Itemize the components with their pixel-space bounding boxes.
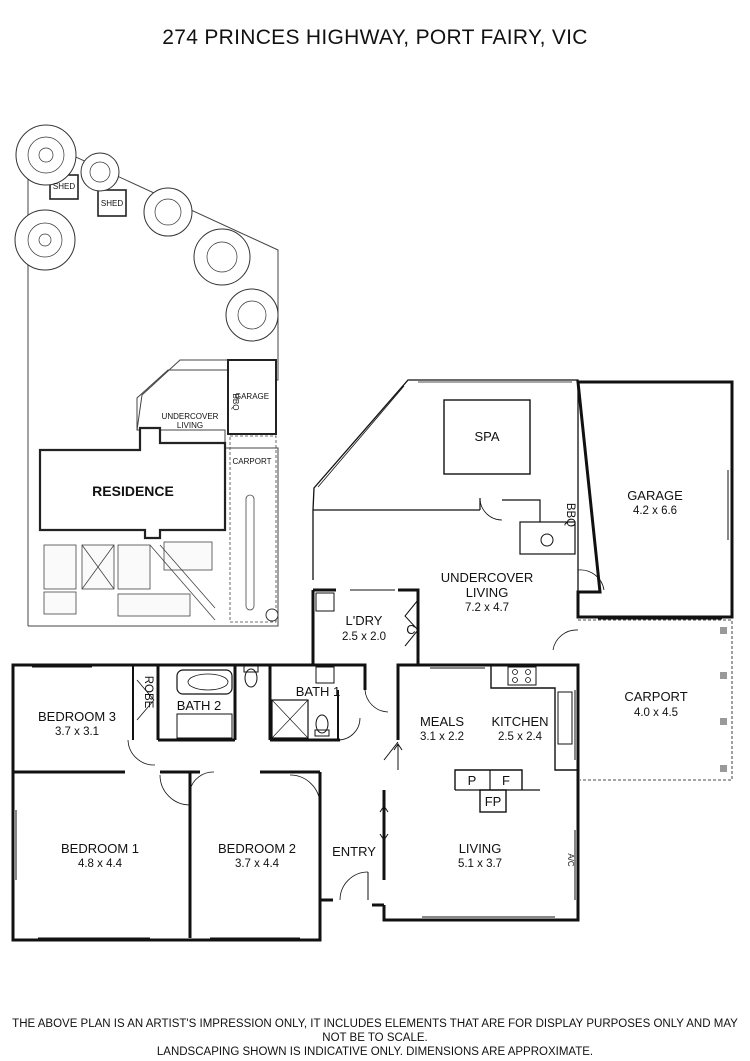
bedroom-2-dim: 3.7 x 4.4 — [235, 858, 280, 870]
site-plan — [14, 124, 279, 627]
bedroom-1-label: BEDROOM 1 — [61, 841, 139, 856]
site-shed-2 — [97, 189, 127, 217]
meals-dim: 3.1 x 2.2 — [420, 731, 464, 743]
garden-beds — [43, 541, 216, 621]
site-residence — [38, 426, 227, 540]
garage-dim: 4.2 x 6.6 — [633, 505, 677, 517]
site-carport — [229, 435, 277, 623]
site-residence-label: RESIDENCE — [92, 483, 174, 499]
site-undercover-label: UNDERCOVER LIVING — [161, 412, 219, 430]
carport-outline — [578, 619, 733, 781]
bathtub-icon — [176, 669, 233, 695]
fridge-label: F — [502, 773, 510, 788]
disclaimer-line-1: THE ABOVE PLAN IS AN ARTIST'S IMPRESSION… — [12, 1018, 738, 1044]
carport-label: CARPORT — [624, 689, 687, 704]
undercover-dim: 7.2 x 4.7 — [465, 602, 509, 614]
pantry-label: P — [468, 773, 477, 788]
page-title: 274 PRINCES HIGHWAY, PORT FAIRY, VIC — [162, 26, 588, 49]
kitchen-dim: 2.5 x 2.4 — [498, 731, 543, 743]
tree-icons — [14, 124, 279, 622]
bedroom-2-label: BEDROOM 2 — [218, 841, 296, 856]
site-boundary — [27, 134, 279, 627]
basin-icon — [315, 666, 335, 684]
carport-posts — [720, 627, 727, 772]
living-label: LIVING — [459, 841, 502, 856]
kitchen-sink-icon — [557, 691, 573, 745]
laundry-cupboard-label: C — [406, 622, 415, 637]
meals-label: MEALS — [420, 714, 464, 729]
pantry-fridge — [454, 769, 523, 790]
sliding-door-arrows — [312, 555, 403, 841]
site-driveway — [245, 494, 255, 611]
bath-2-label: BATH 2 — [177, 698, 222, 713]
bedroom-3-dim: 3.7 x 3.1 — [55, 726, 99, 738]
site-shed-label-1: SHED — [53, 182, 75, 191]
undercover-outline — [312, 379, 579, 592]
site-undercover — [136, 369, 228, 430]
garage-label: GARAGE — [627, 488, 683, 503]
tree-icon — [265, 608, 279, 622]
site-shed-label-2: SHED — [101, 199, 123, 208]
fireplace — [479, 789, 507, 813]
laundry-tub — [315, 592, 335, 612]
disclaimer-line-2: LANDSCAPING SHOWN IS INDICATIVE ONLY. DI… — [156, 1046, 594, 1058]
sink-icon — [540, 533, 554, 547]
laundry-walls — [311, 590, 367, 690]
living-dim: 5.1 x 3.7 — [458, 858, 502, 870]
kitchen-label: KITCHEN — [491, 714, 548, 729]
site-bbq-label: BBQ — [231, 394, 240, 411]
bbq-label: BBQ — [564, 503, 576, 527]
living-walls — [382, 663, 580, 922]
bbq-counter — [519, 521, 576, 555]
bedroom-1-dim: 4.8 x 4.4 — [78, 858, 123, 870]
garage — [576, 380, 734, 619]
disclaimer: THE ABOVE PLAN IS AN ARTIST'S IMPRESSION… — [0, 1017, 750, 1059]
bath-1-label: BATH 1 — [296, 684, 341, 699]
toilet-icon — [244, 668, 258, 688]
laundry-label: L'DRY — [346, 613, 383, 628]
kitchen-bench — [490, 665, 578, 771]
spa — [443, 399, 531, 475]
site-carport-label: CARPORT — [233, 457, 272, 466]
spa-label: SPA — [474, 429, 499, 444]
cooktop-icon — [507, 666, 537, 686]
main-plan — [11, 379, 734, 942]
robe-label: ROBE — [142, 676, 154, 709]
bedroom-3-label: BEDROOM 3 — [38, 709, 116, 724]
entry-walls — [318, 772, 333, 902]
fireplace-label: FP — [485, 794, 502, 809]
laundry-dim: 2.5 x 2.0 — [342, 631, 386, 643]
shower-icon — [271, 699, 309, 739]
carport-dim: 4.0 x 4.5 — [634, 707, 678, 719]
toilet-icon — [315, 714, 329, 734]
undercover-label-1: UNDERCOVER — [441, 570, 533, 585]
undercover-label-2: LIVING — [466, 585, 509, 600]
site-garage-label: GARAGE — [235, 392, 269, 401]
ac-label: A/C — [566, 853, 575, 867]
entry-label: ENTRY — [332, 844, 376, 859]
vanity — [176, 713, 233, 739]
site-garage — [227, 359, 277, 435]
bedroom-wing-walls — [11, 663, 322, 942]
